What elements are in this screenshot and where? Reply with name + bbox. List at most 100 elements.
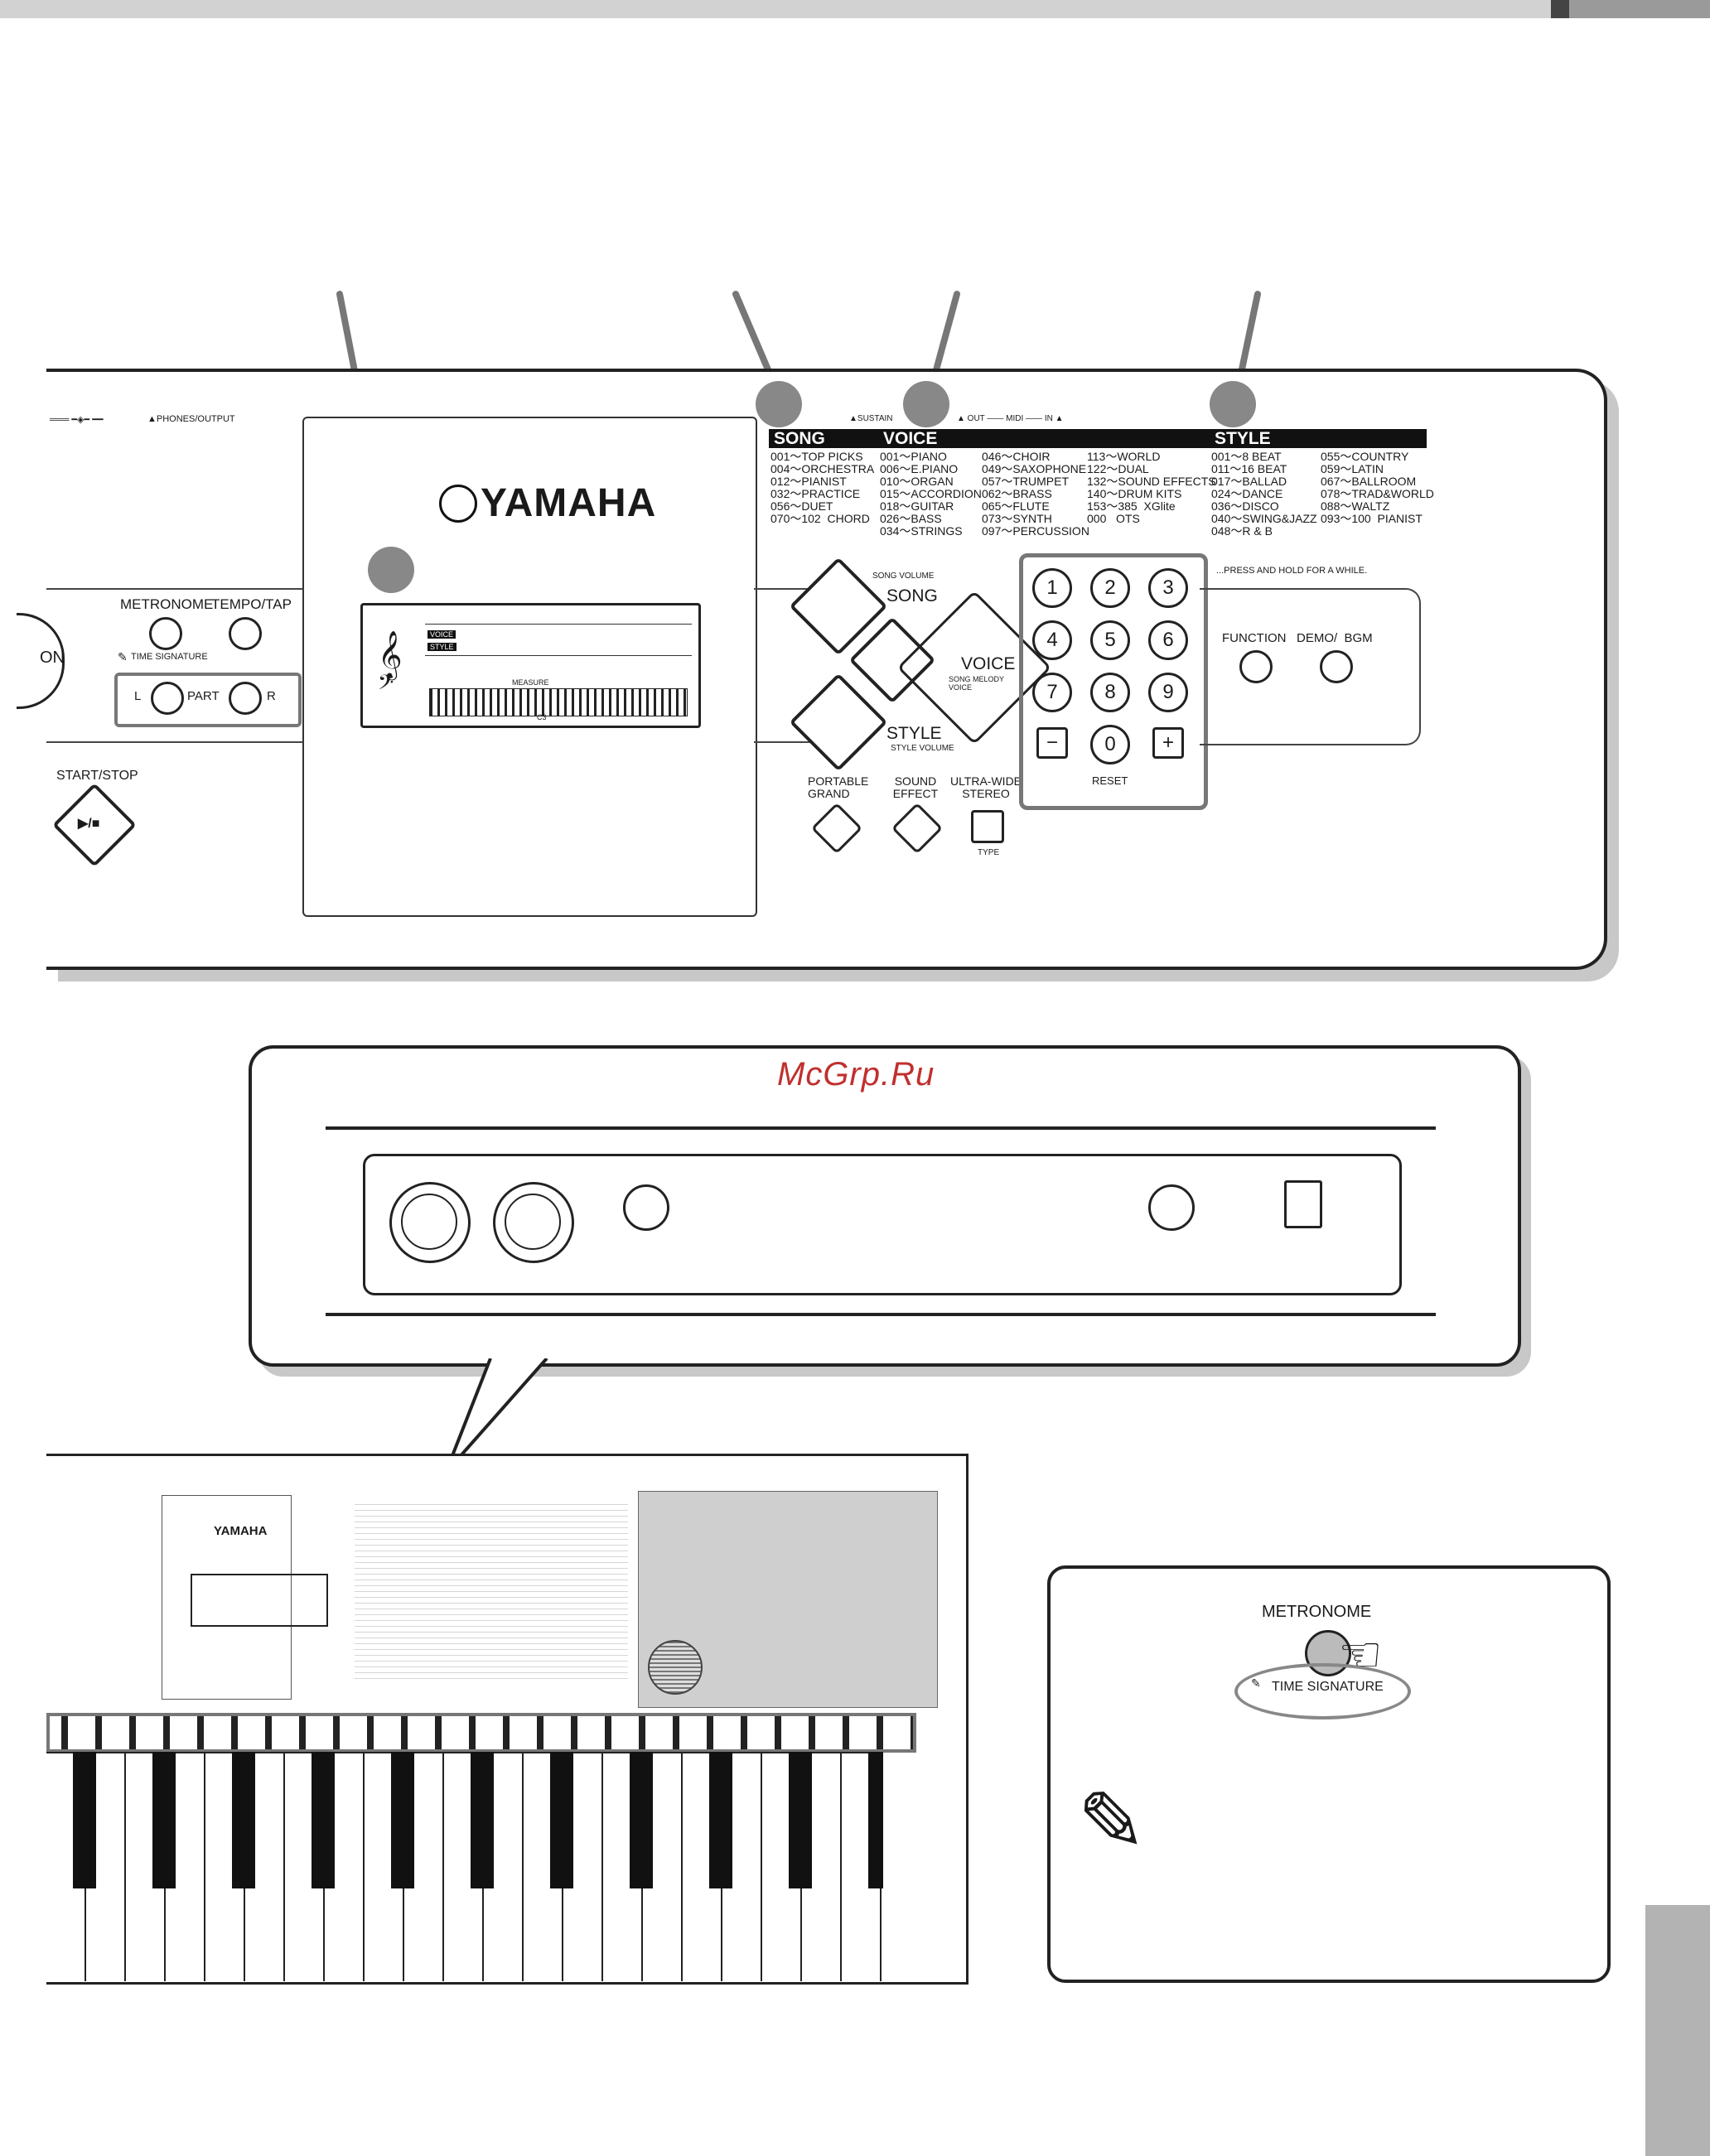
metronome-hint-box bbox=[1047, 1565, 1611, 1983]
keypad-3[interactable]: 3 bbox=[1148, 568, 1188, 608]
tempo-tap-button[interactable] bbox=[229, 617, 262, 650]
keypad-0[interactable]: 0 bbox=[1090, 725, 1130, 764]
watermark: McGrp.Ru bbox=[777, 1056, 935, 1092]
sustain-label: ▲SUSTAIN bbox=[849, 414, 893, 423]
top-bar-accent bbox=[1551, 0, 1569, 18]
midi-label: ▲ OUT —— MIDI —— IN ▲ bbox=[957, 414, 1064, 423]
ultra-wide-stereo-button[interactable] bbox=[971, 810, 1004, 843]
mini-brand-logo: YAMAHA bbox=[214, 1524, 268, 1538]
keypad-6[interactable]: 6 bbox=[1148, 620, 1188, 660]
midi-in-jack[interactable] bbox=[493, 1182, 574, 1263]
rear-jack-panel bbox=[363, 1154, 1402, 1295]
midi-out-inner bbox=[401, 1194, 457, 1250]
demo-bgm-button[interactable] bbox=[1320, 650, 1353, 683]
speaker-grille bbox=[648, 1640, 703, 1695]
start-stop-label: START/STOP bbox=[56, 769, 138, 783]
play-stop-icon: ▶/■ bbox=[78, 817, 100, 831]
keypad-8[interactable]: 8 bbox=[1090, 673, 1130, 712]
press-and-hold-icon: ✎ bbox=[1077, 1776, 1147, 1869]
part-label: PART bbox=[187, 689, 220, 703]
keypad-7[interactable]: 7 bbox=[1032, 673, 1072, 712]
display-area bbox=[302, 417, 757, 917]
song-list: 001～TOP PICKS 004～ORCHESTRA 012～PIANIST … bbox=[770, 450, 875, 525]
sidebox-time-signature-label: TIME SIGNATURE bbox=[1272, 1680, 1384, 1694]
voice-list-col3: 113～WORLD 122～DUAL 132～SOUND EFFECTS 140… bbox=[1087, 450, 1216, 525]
sound-effect-label: SOUND EFFECT bbox=[892, 774, 939, 800]
keypad-4[interactable]: 4 bbox=[1032, 620, 1072, 660]
tempo-tap-label: TEMPO/TAP bbox=[211, 596, 292, 612]
function-button[interactable] bbox=[1239, 650, 1273, 683]
treble-clef-icon: 𝄞 bbox=[378, 631, 403, 678]
style-volume-label: STYLE VOLUME bbox=[891, 744, 954, 753]
callout-marker-display bbox=[368, 547, 414, 593]
lcd-voice-tag: VOICE bbox=[428, 630, 456, 639]
press-hold-label: ...PRESS AND HOLD FOR A WHILE. bbox=[1216, 566, 1368, 576]
part-l-button[interactable] bbox=[151, 682, 184, 715]
callout-marker-voice bbox=[903, 381, 949, 427]
keypad-1[interactable]: 1 bbox=[1032, 568, 1072, 608]
portable-grand-label: PORTABLE GRAND bbox=[808, 774, 869, 800]
style-list-header: STYLE bbox=[1210, 429, 1427, 448]
sidebox-metronome-label: METRONOME bbox=[1262, 1603, 1372, 1621]
keypad-5[interactable]: 5 bbox=[1090, 620, 1130, 660]
key-labels-strip bbox=[46, 1713, 916, 1753]
brand-logo: YAMAHA bbox=[481, 481, 657, 525]
function-group bbox=[1200, 588, 1421, 745]
time-signature-highlight bbox=[1234, 1663, 1411, 1719]
song-volume-label: SONG VOLUME bbox=[872, 572, 935, 581]
reset-label: RESET bbox=[1092, 774, 1128, 787]
power-symbols: ═══ ━◈━ ━━ bbox=[50, 415, 104, 425]
lcd-c3-label: C3 bbox=[537, 713, 547, 721]
keypad-2[interactable]: 2 bbox=[1090, 568, 1130, 608]
lcd-screen: 𝄞 𝄢 VOICE STYLE MEASURE C3 bbox=[360, 603, 701, 728]
song-mode-label: SONG bbox=[886, 586, 938, 605]
top-bar bbox=[0, 0, 1710, 18]
top-bar-tab bbox=[1569, 0, 1710, 18]
metronome-label: METRONOME bbox=[120, 596, 214, 612]
keypad-plus[interactable]: + bbox=[1152, 727, 1184, 759]
style-list-col1: 001～8 BEAT 011～16 BEAT 017～BALLAD 024～DA… bbox=[1211, 450, 1317, 538]
style-list-col2: 055～COUNTRY 059～LATIN 067～BALLROOM 078～T… bbox=[1321, 450, 1434, 525]
lcd-style-tag: STYLE bbox=[428, 643, 456, 651]
part-group bbox=[114, 673, 302, 727]
voice-list-header: VOICE bbox=[878, 429, 1211, 448]
type-label: TYPE bbox=[978, 848, 1000, 857]
midi-in-inner bbox=[505, 1194, 561, 1250]
function-label: FUNCTION bbox=[1222, 631, 1287, 645]
time-signature-label: TIME SIGNATURE bbox=[131, 652, 208, 662]
midi-out-jack[interactable] bbox=[389, 1182, 471, 1263]
dc-in-jack[interactable] bbox=[1284, 1180, 1322, 1228]
lcd-measure-label: MEASURE bbox=[512, 678, 549, 687]
power-label: ON bbox=[40, 649, 65, 667]
mini-panel-controls bbox=[355, 1499, 628, 1681]
callout-marker-song bbox=[756, 381, 802, 427]
demo-bgm-label: DEMO/ BGM bbox=[1297, 631, 1373, 645]
phones-output-label: ▲PHONES/OUTPUT bbox=[147, 414, 235, 424]
sustain-jack[interactable] bbox=[623, 1184, 669, 1231]
style-mode-label: STYLE bbox=[886, 724, 942, 743]
part-l-label: L bbox=[134, 689, 142, 703]
keypad-9[interactable]: 9 bbox=[1148, 673, 1188, 712]
callout-marker-style bbox=[1210, 381, 1256, 427]
song-list-header: SONG bbox=[769, 429, 878, 448]
lcd-keyboard bbox=[429, 688, 688, 716]
mini-lcd bbox=[191, 1574, 328, 1627]
bass-clef-icon: 𝄢 bbox=[378, 672, 394, 699]
song-melody-voice-label: SONG MELODY VOICE bbox=[949, 675, 1004, 692]
mini-display-area bbox=[162, 1495, 292, 1700]
hold-icon: ✎ bbox=[118, 650, 128, 663]
part-r-button[interactable] bbox=[229, 682, 262, 715]
voice-list-col2: 046～CHOIR 049～SAXOPHONE 057～TRUMPET 062～… bbox=[982, 450, 1089, 538]
part-r-label: R bbox=[267, 689, 276, 703]
voice-mode-label: VOICE bbox=[961, 654, 1016, 673]
keypad-group bbox=[1019, 553, 1208, 810]
keypad-minus[interactable]: − bbox=[1036, 727, 1068, 759]
sidebox-hold-icon: ✎ bbox=[1251, 1676, 1261, 1690]
voice-list-col1: 001～PIANO 006～E.PIANO 010～ORGAN 015～ACCO… bbox=[880, 450, 982, 538]
black-keys bbox=[46, 1752, 883, 1888]
metronome-button[interactable] bbox=[149, 617, 182, 650]
ultra-wide-stereo-label: ULTRA-WIDE STEREO bbox=[949, 774, 1022, 800]
yamaha-logo-icon bbox=[439, 485, 477, 523]
phones-jack[interactable] bbox=[1148, 1184, 1195, 1231]
side-tab bbox=[1645, 1905, 1710, 2156]
